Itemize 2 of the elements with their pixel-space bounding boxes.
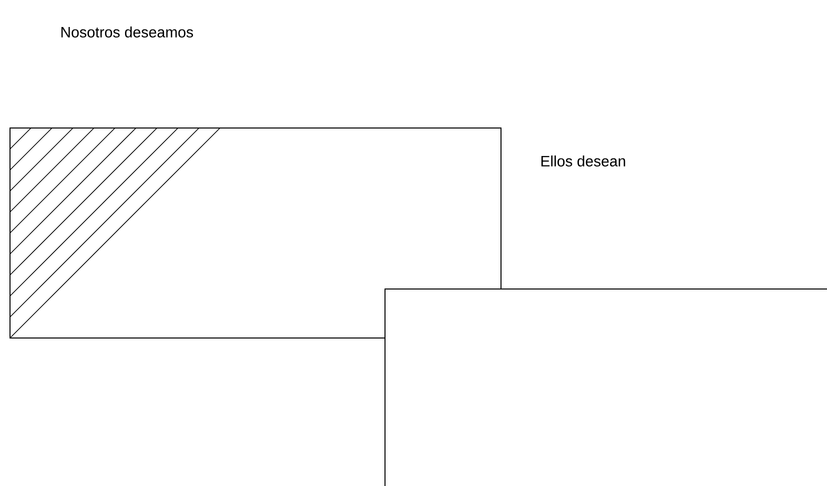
label: Nosotros deseamos [61, 26, 194, 38]
label: Ellos desean [541, 155, 626, 166]
